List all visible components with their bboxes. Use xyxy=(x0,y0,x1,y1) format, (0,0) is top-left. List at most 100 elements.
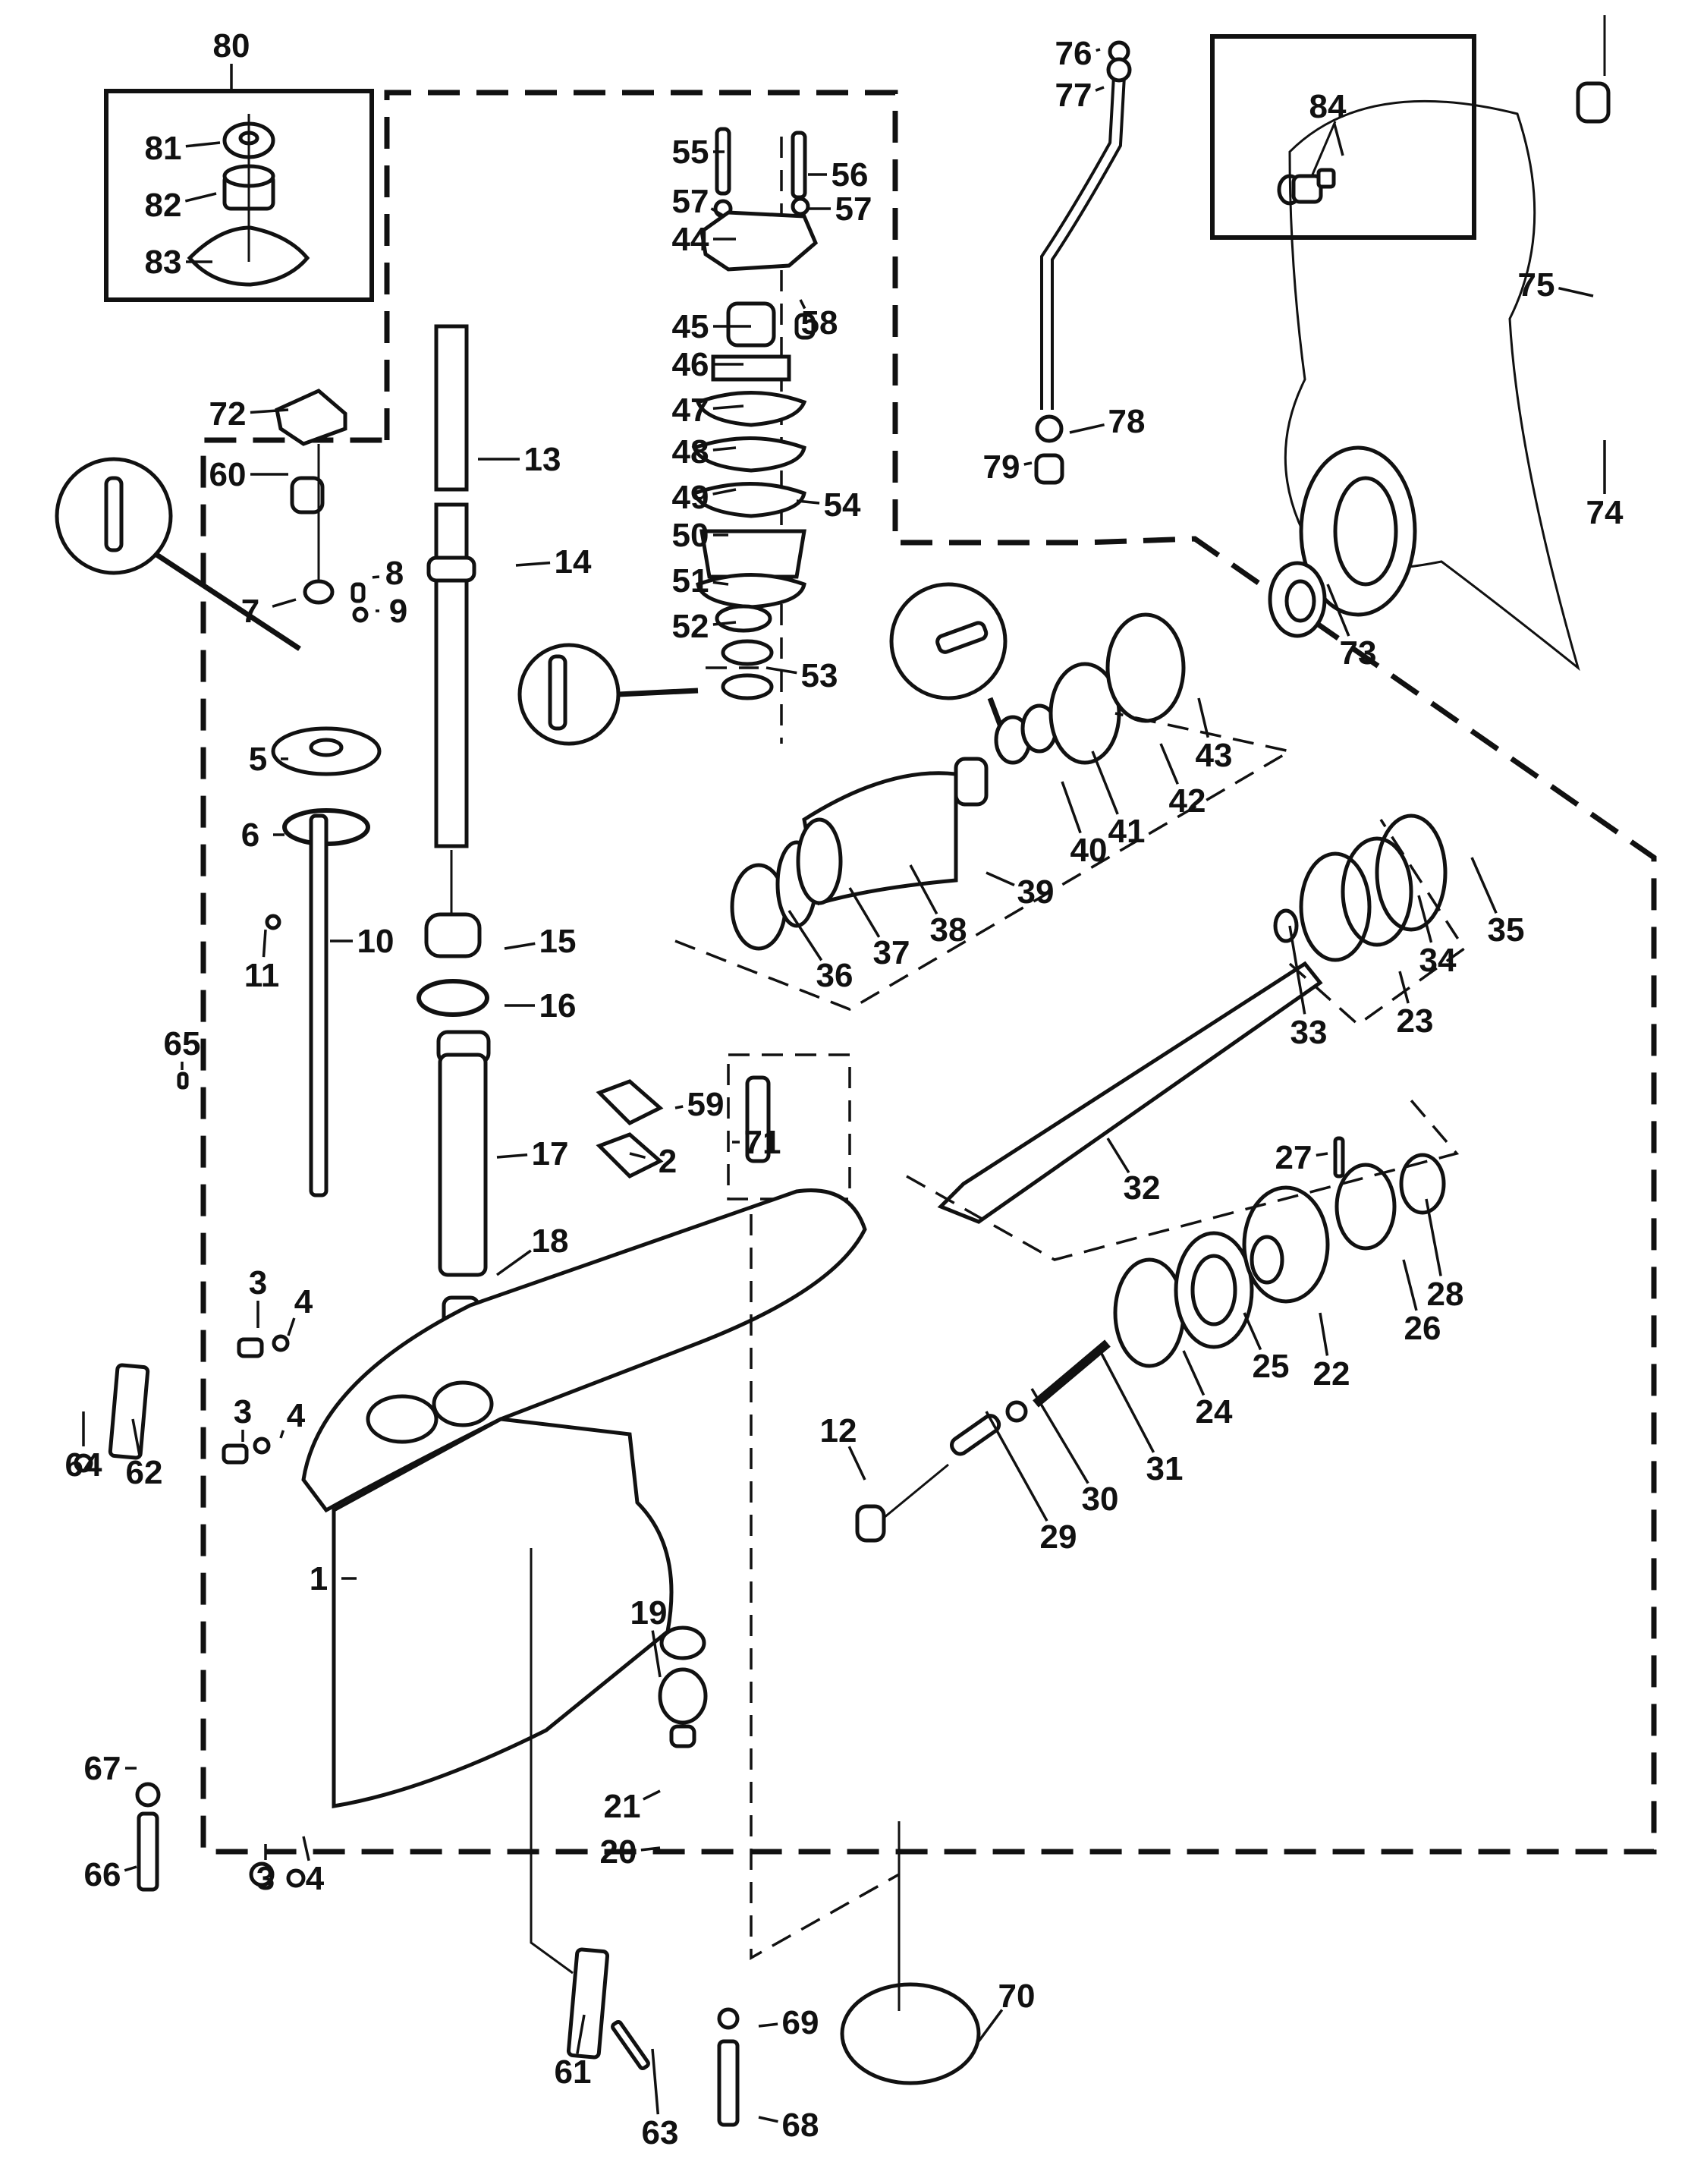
inset-box-80 xyxy=(104,89,374,302)
leader-line xyxy=(1319,1312,1329,1356)
callout-number: 60 xyxy=(209,456,247,493)
leader-line xyxy=(1243,1312,1262,1351)
bearing-column xyxy=(417,912,491,1338)
callout-14: 14 xyxy=(515,543,592,581)
callout-68: 68 xyxy=(758,2107,819,2144)
callout-58: 58 xyxy=(799,299,838,341)
callout-73: 73 xyxy=(1326,584,1376,672)
callout-84: 84 xyxy=(1309,88,1347,156)
callout-number: 29 xyxy=(1040,1518,1077,1556)
leader-line xyxy=(796,499,820,505)
leader-line xyxy=(279,1430,285,1439)
callout-number: 3 xyxy=(256,1860,275,1897)
callout-number: 19 xyxy=(630,1594,668,1632)
leader-line xyxy=(787,910,823,961)
leader-line xyxy=(496,1153,528,1159)
callout-32: 32 xyxy=(1106,1138,1161,1207)
leader-line xyxy=(1095,86,1105,92)
callout-79: 79 xyxy=(983,448,1033,486)
group-reverse-gear xyxy=(1288,819,1467,1027)
callout-number: 80 xyxy=(213,27,250,65)
callout-81: 81 xyxy=(145,130,221,167)
callout-74: 74 xyxy=(1586,440,1624,531)
callout-number: 25 xyxy=(1253,1348,1290,1385)
leader-line xyxy=(799,299,806,310)
leader-line xyxy=(1023,461,1033,466)
callout-number: 22 xyxy=(1313,1355,1350,1393)
callout-number: 4 xyxy=(287,1397,306,1434)
water-pump-stack xyxy=(691,127,819,700)
leader-line xyxy=(184,192,217,203)
leader-line xyxy=(287,1317,296,1336)
leader-line xyxy=(1030,1388,1089,1484)
callout-number: 6 xyxy=(241,817,259,854)
callout-number: 40 xyxy=(1070,832,1108,869)
callout-34: 34 xyxy=(1417,895,1457,979)
callout-78: 78 xyxy=(1069,403,1146,440)
group-bearing-carrier xyxy=(674,712,1294,1011)
callout-number: 35 xyxy=(1488,911,1525,949)
callout-47: 47 xyxy=(672,392,744,429)
callout-46: 46 xyxy=(672,346,743,383)
leader-line xyxy=(1316,1152,1328,1157)
callout-36: 36 xyxy=(787,910,853,994)
callout-number: 81 xyxy=(145,130,182,167)
leader-line xyxy=(1197,697,1209,738)
callout-16: 16 xyxy=(505,987,576,1024)
propshaft-assembly xyxy=(730,612,1448,1224)
callout-number: 2 xyxy=(659,1143,677,1180)
callout-number: 78 xyxy=(1108,403,1146,440)
callout-number: 64 xyxy=(65,1446,102,1484)
callout-number: 74 xyxy=(1586,494,1624,531)
callout-29: 29 xyxy=(985,1411,1077,1556)
callout-80: 80 xyxy=(213,27,250,91)
callout-6: 6 xyxy=(241,817,285,854)
callout-76: 76 xyxy=(1055,35,1101,72)
callout-number: 77 xyxy=(1055,77,1092,114)
callout-number: 63 xyxy=(642,2114,679,2151)
callout-number: 12 xyxy=(820,1412,857,1449)
callout-40: 40 xyxy=(1061,781,1108,869)
callout-number: 3 xyxy=(249,1264,267,1301)
callout-number: 66 xyxy=(84,1856,121,1893)
leader-line xyxy=(515,561,551,567)
callout-10: 10 xyxy=(330,923,394,960)
callout-number: 11 xyxy=(244,957,280,994)
assembly-boundary xyxy=(200,90,1657,1855)
propeller xyxy=(1268,15,1611,672)
callout-number: 16 xyxy=(539,987,577,1024)
leader-line xyxy=(848,887,881,938)
leader-line xyxy=(640,1846,661,1852)
inset-box-84 xyxy=(1210,34,1476,240)
callout-number: 83 xyxy=(145,244,182,281)
callout-61: 61 xyxy=(555,2014,591,2091)
callout-13: 13 xyxy=(478,441,561,478)
callout-number: 75 xyxy=(1518,266,1555,304)
callout-layer: 1233344456789101112131415161718192021222… xyxy=(65,27,1624,2151)
callout-22: 22 xyxy=(1313,1312,1350,1393)
callout-number: 50 xyxy=(672,517,709,554)
callout-70: 70 xyxy=(977,1978,1035,2043)
callout-number: 71 xyxy=(744,1124,781,1161)
callout-64: 64 xyxy=(65,1411,102,1484)
leader-line xyxy=(1091,751,1119,815)
leader-line xyxy=(1099,1350,1155,1453)
callout-2: 2 xyxy=(629,1143,677,1180)
leader-line xyxy=(1061,781,1082,834)
callout-41: 41 xyxy=(1091,751,1146,850)
callout-54: 54 xyxy=(796,486,861,524)
callout-number: 32 xyxy=(1124,1169,1161,1207)
callout-5: 5 xyxy=(249,741,288,778)
callout-57: 57 xyxy=(672,183,725,220)
callout-number: 18 xyxy=(532,1223,569,1260)
callout-15: 15 xyxy=(504,923,576,960)
callout-37: 37 xyxy=(848,887,910,971)
leader-line xyxy=(629,1152,646,1159)
callout-69: 69 xyxy=(758,2004,819,2041)
callout-27: 27 xyxy=(1275,1139,1328,1176)
leader-line xyxy=(1106,1138,1130,1174)
leader-line xyxy=(847,1446,866,1481)
callout-number: 82 xyxy=(145,187,182,224)
callout-number: 41 xyxy=(1108,813,1146,850)
callout-33: 33 xyxy=(1288,925,1327,1051)
